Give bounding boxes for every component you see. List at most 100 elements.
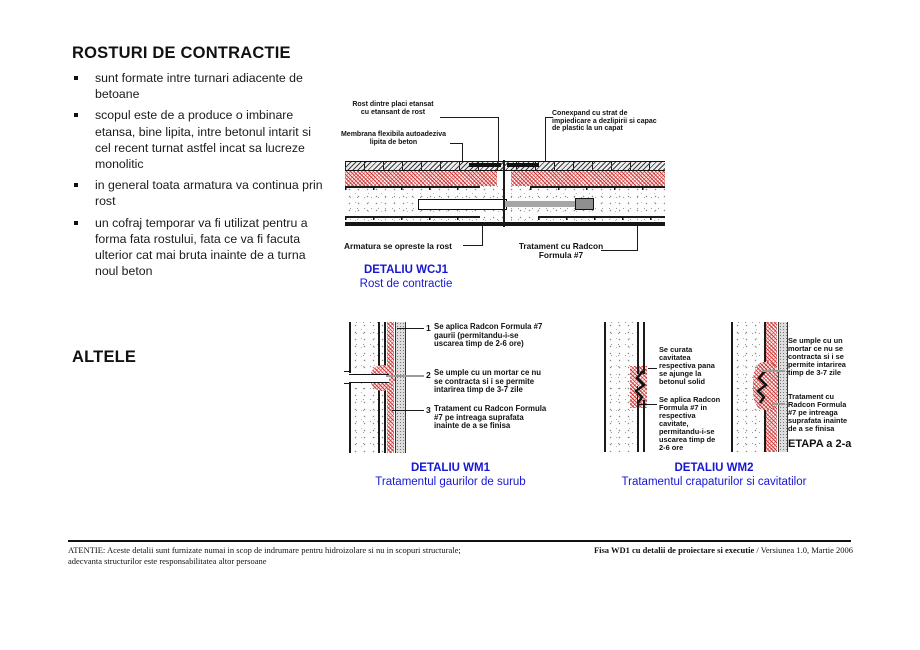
footer-doc-name: Fisa WD1 cu detalii de proiectare si exe… (593, 545, 755, 555)
rebar-ticks (538, 217, 665, 220)
footer-version: Fisa WD1 cu detalii de proiectare si exe… (553, 545, 853, 556)
crack-shape (634, 370, 646, 404)
list-item: scopul este de a produce o imbinare etan… (72, 107, 327, 172)
leader-line (450, 143, 463, 144)
page-title: ROSTURI DE CONTRACTIE (72, 44, 291, 62)
rebar-ticks (530, 187, 665, 190)
wall-face-line (349, 382, 351, 453)
note-number: 1 (426, 323, 431, 333)
footer-rule (68, 540, 851, 542)
label-membrana: Membrana flexibila autoadeziva lipita de… (340, 131, 447, 146)
dowel-bar (505, 200, 577, 207)
wm1-wall-section (340, 318, 600, 458)
label-rost-etansat: Rost dintre placi etansat cu etansant de… (352, 101, 434, 116)
formwork-band (345, 222, 665, 226)
dowel-end-cap (575, 198, 594, 210)
footer-disclaimer-line1: ATENTIE: Aceste detalii sunt furnizate n… (68, 545, 461, 555)
wall-face-line (643, 322, 645, 374)
rebar-line (345, 216, 480, 218)
rebar-line (378, 322, 380, 372)
screw-hole-slot (349, 374, 389, 383)
contraction-joint-line (503, 160, 505, 227)
leader-line (762, 370, 785, 372)
rebar-ticks (345, 187, 480, 190)
detail-wcj1-title-block: DETALIU WCJ1 Rost de contractie (325, 264, 487, 290)
section-title-altele: ALTELE (72, 348, 137, 366)
footer-disclaimer-line2: adecvanta structurilor este responsabili… (68, 555, 267, 566)
bullet-text: in general toata armatura va continua pr… (95, 178, 323, 209)
list-item: in general toata armatura va continua pr… (72, 177, 327, 209)
detail-title: DETALIU WM1 (410, 462, 490, 474)
wall-face-line (384, 322, 386, 372)
slot-mouth-mark (344, 383, 350, 384)
leader-line (397, 328, 424, 329)
rebar-ticks (345, 217, 480, 220)
bullet-list: sunt formate intre turnari adiacente de … (72, 70, 327, 284)
detail-title: DETALIU WM2 (674, 462, 754, 474)
leader-line (463, 245, 483, 246)
wall-face-line (637, 322, 639, 374)
stage-label: ETAPA a 2-a (788, 438, 852, 450)
bullet-text: scopul este de a produce o imbinare etan… (95, 108, 312, 172)
list-item: un cofraj temporar va fi utilizat pentru… (72, 215, 327, 280)
rebar-line (538, 216, 665, 218)
wall-face-line (643, 400, 645, 452)
bullet-text: un cofraj temporar va fi utilizat pentru… (95, 215, 308, 279)
rebar-line (345, 186, 480, 188)
leader-line (392, 410, 424, 411)
bullet-text: sunt formate intre turnari adiacente de … (95, 71, 303, 102)
note-number: 3 (426, 405, 431, 415)
leader-line (601, 250, 637, 251)
bullet-square-icon (74, 183, 78, 188)
rebar-line (530, 186, 665, 188)
joint-sealant-plate (507, 163, 539, 167)
wall-face-line (637, 400, 639, 452)
detail-subtitle: Tratamentul gaurilor de surub (375, 476, 526, 488)
leader-line (637, 386, 638, 405)
wall-face-line (349, 322, 351, 373)
label-armatura: Armatura se opreste la rost (344, 241, 452, 251)
note-number: 2 (426, 370, 431, 380)
wall-face-line (731, 322, 733, 452)
rebar-line (378, 382, 380, 453)
detail-title: DETALIU WCJ1 (363, 264, 449, 276)
joint-sealant-plate (469, 163, 501, 167)
bullet-square-icon (74, 113, 78, 118)
leader-line (648, 368, 657, 369)
wm2-stage1-wall-section (601, 322, 651, 452)
dowel-sleeve (418, 199, 507, 210)
crack-shape-filled (756, 370, 768, 404)
footer-disclaimer: ATENTIE: Aceste detalii sunt furnizate n… (68, 545, 558, 566)
leader-line (462, 143, 463, 161)
slot-mouth-mark (344, 371, 350, 372)
footer-version-text: / Versiunea 1.0, Martie 2006 (754, 545, 853, 555)
bullet-square-icon (74, 220, 78, 225)
wm1-note-3: Tratament cu Radcon Formula#7 pe intreag… (434, 404, 547, 430)
leader-line (386, 375, 424, 377)
leader-line (482, 219, 483, 246)
detail-wm2-title-block: DETALIU WM2 Tratamentul crapaturilor si … (598, 462, 830, 488)
label-conexpand: Conexpand cu strat de impiedicare a dezl… (552, 110, 657, 133)
leader-line (545, 117, 553, 118)
leader-line (637, 404, 657, 405)
detail-subtitle: Rost de contractie (359, 278, 453, 290)
wall-face-line (604, 322, 606, 452)
finish-layer-strip (778, 322, 788, 452)
bullet-square-icon (74, 76, 78, 80)
leader-line (772, 403, 785, 405)
label-tratament-radcon: Tratament cu Radcon Formula #7 (518, 241, 604, 260)
list-item: sunt formate intre turnari adiacente de … (72, 70, 327, 102)
detail-wm1-title-block: DETALIU WM1 Tratamentul gaurilor de suru… (363, 462, 538, 488)
concrete-body (606, 322, 637, 452)
wm2-stage2-wall-section (728, 322, 788, 452)
wall-face-line (384, 382, 386, 453)
leader-line (545, 117, 546, 202)
wcj1-slab-section (345, 160, 665, 231)
